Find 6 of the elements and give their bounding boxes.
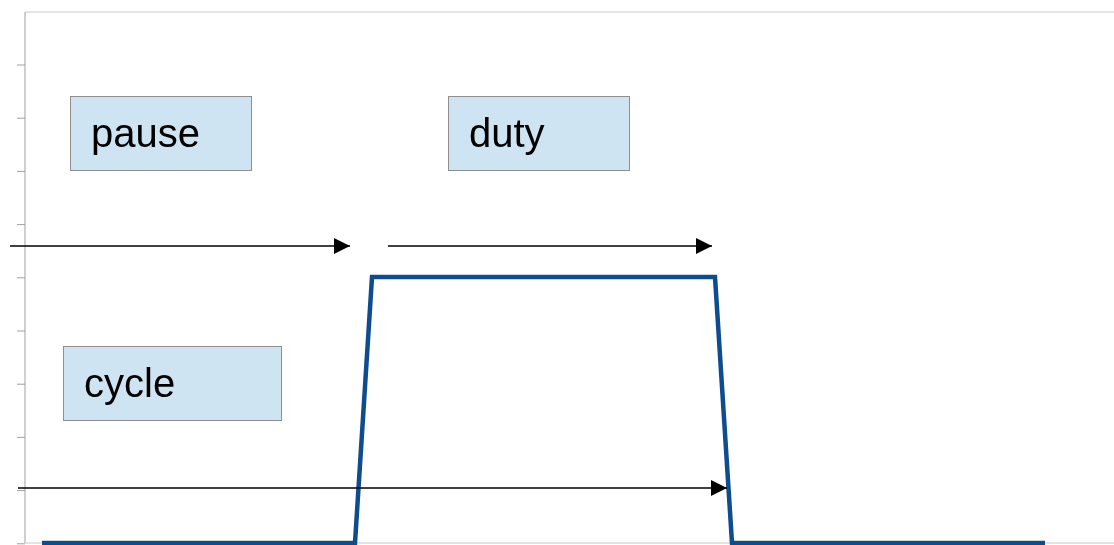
label-text: pause bbox=[91, 111, 200, 156]
label-text: duty bbox=[469, 111, 545, 156]
label-box bbox=[448, 96, 630, 171]
label-box bbox=[63, 346, 282, 421]
label-text: cycle bbox=[84, 361, 176, 406]
label-box bbox=[70, 96, 252, 171]
